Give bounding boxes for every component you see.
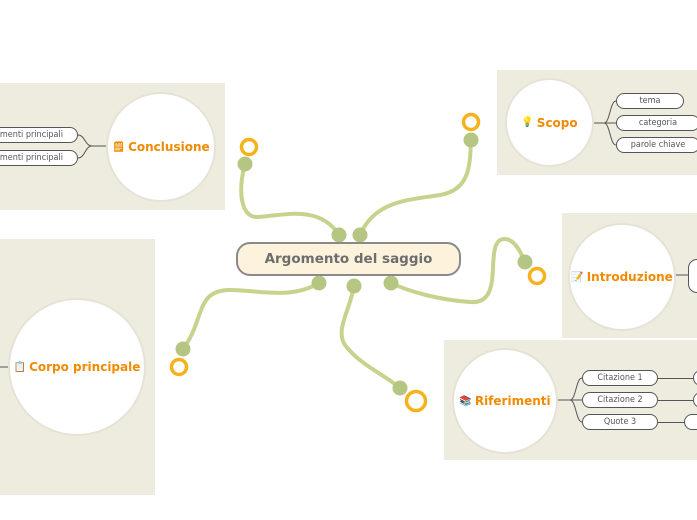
conclusione-child-1[interactable]: menti principali <box>0 127 78 143</box>
clipboard-icon: 📋 <box>13 361 27 373</box>
node-introduzione[interactable]: 📝 Introduzione <box>570 225 674 329</box>
end-dot-introduzione <box>517 254 533 270</box>
riferimenti-child-citazione-1[interactable]: Citazione 1 <box>582 370 658 386</box>
node-introduzione-label: Introduzione <box>586 270 673 284</box>
riferimenti-child-quote-3[interactable]: Quote 3 <box>582 414 658 430</box>
branch-line-introduzione <box>389 237 527 305</box>
node-riferimenti-label: Riferimenti <box>474 394 551 408</box>
scopo-child-parole-chiave[interactable]: parole chiave <box>616 137 697 153</box>
end-dot-scopo <box>463 132 479 148</box>
child-lines-conclusione <box>77 134 108 159</box>
node-conclusione-label: Conclusione <box>128 140 210 154</box>
ring-introduzione <box>527 266 547 286</box>
pencil-note-icon: 📝 <box>571 271 584 283</box>
ring-corpo <box>169 357 189 377</box>
node-conclusione[interactable]: 🗒 Conclusione <box>108 94 214 200</box>
scopo-child-categoria[interactable]: categoria <box>616 115 697 131</box>
riferimenti-grandchild-3[interactable] <box>684 414 697 430</box>
node-scopo[interactable]: 💡 Scopo <box>507 80 592 165</box>
ring-scopo <box>461 112 481 132</box>
lightbulb-icon: 💡 <box>521 117 534 128</box>
node-corpo-label: Corpo principale <box>29 360 141 374</box>
branch-line-conclusione <box>239 162 341 237</box>
riferimenti-child-citazione-2[interactable]: Citazione 2 <box>582 392 658 408</box>
node-riferimenti[interactable]: 📚 Riferimenti <box>454 350 556 452</box>
node-scopo-label: Scopo <box>536 115 578 130</box>
conclusione-child-2[interactable]: menti principali <box>0 150 78 166</box>
ring-riferimenti <box>404 389 428 413</box>
introduzione-child-1[interactable] <box>688 259 697 293</box>
page-icon: 🗒 <box>112 141 126 153</box>
central-dot-riferimenti <box>346 278 362 294</box>
end-dot-corpo <box>175 341 191 357</box>
child-lines-riferimenti <box>556 377 583 423</box>
ring-conclusione <box>239 137 259 157</box>
branch-line-riferimenti <box>339 284 402 390</box>
riferimenti-grandchild-lines-3 <box>658 422 697 423</box>
riferimenti-grandchild-lines-2 <box>658 400 697 401</box>
books-icon: 📚 <box>459 395 472 407</box>
riferimenti-grandchild-lines <box>658 378 697 379</box>
node-corpo-principale[interactable]: 📋 Corpo principale <box>10 300 144 434</box>
central-dot-scopo <box>352 227 368 243</box>
child-lines-scopo <box>592 100 617 146</box>
end-dot-riferimenti <box>392 380 408 396</box>
end-dot-conclusione <box>237 156 253 172</box>
central-dot-introduzione <box>383 275 399 291</box>
branch-line-scopo <box>358 138 473 237</box>
scopo-child-tema[interactable]: tema <box>616 93 684 109</box>
branch-line-corpo <box>181 281 321 351</box>
central-topic[interactable]: Argomento del saggio <box>236 242 461 276</box>
central-dot-corpo <box>311 275 327 291</box>
central-dot-conclusione <box>331 227 347 243</box>
